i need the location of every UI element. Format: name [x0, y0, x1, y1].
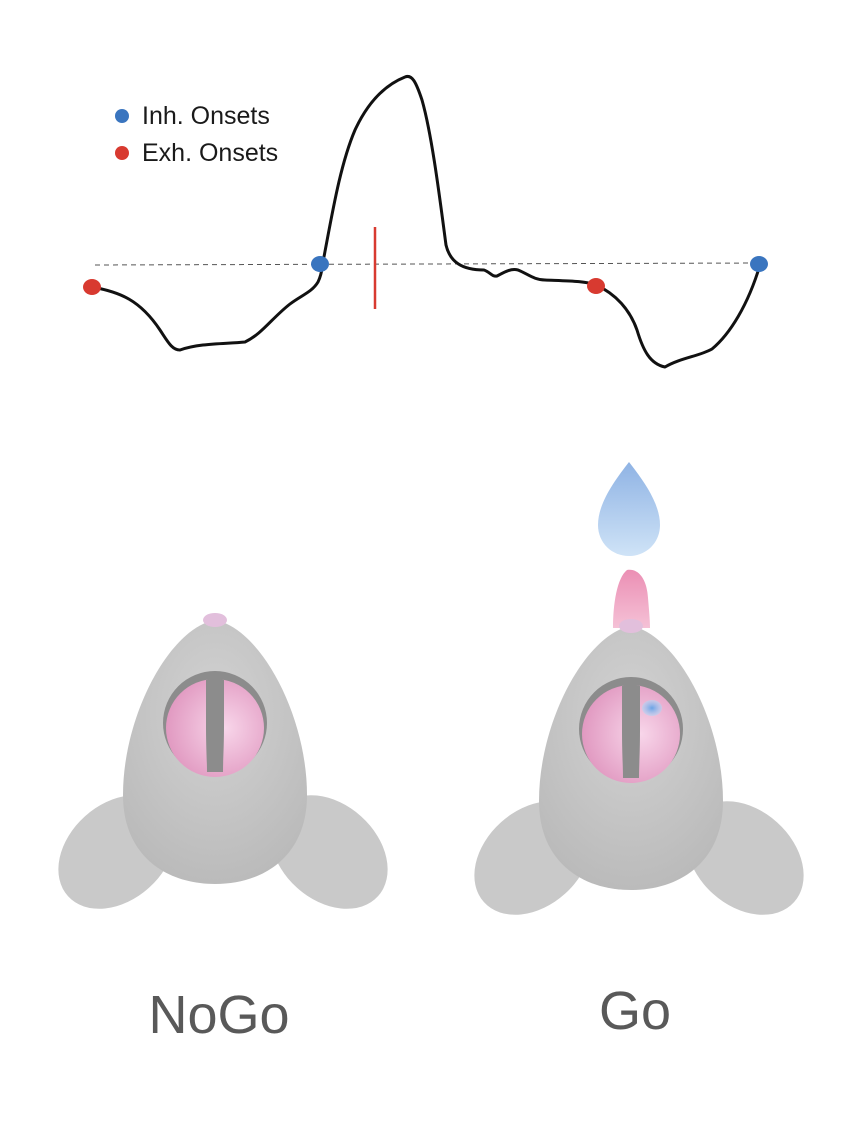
inhalation-onset-point [750, 256, 768, 272]
exhalation-legend-dot [115, 146, 129, 160]
respiration-trace-panel [83, 74, 768, 369]
respiration-trace [90, 74, 762, 369]
exhalation-onset-point [587, 278, 605, 294]
legend: Inh. Onsets Exh. Onsets [115, 102, 278, 167]
nogo-mouse-illustration [35, 613, 411, 932]
baseline [94, 262, 761, 266]
exhalation-legend-label: Exh. Onsets [142, 139, 278, 167]
tongue [613, 569, 650, 628]
inhalation-legend-dot [115, 109, 129, 123]
water-drop [598, 462, 660, 556]
bulb-activation-spot [642, 700, 662, 716]
inhalation-legend-label: Inh. Onsets [142, 102, 270, 130]
exhalation-onset-point [83, 279, 101, 295]
inhalation-onset-point [311, 256, 329, 272]
go-label: Go [599, 981, 671, 1041]
nogo-label: NoGo [148, 985, 289, 1045]
go-mouse-illustration [451, 569, 827, 938]
